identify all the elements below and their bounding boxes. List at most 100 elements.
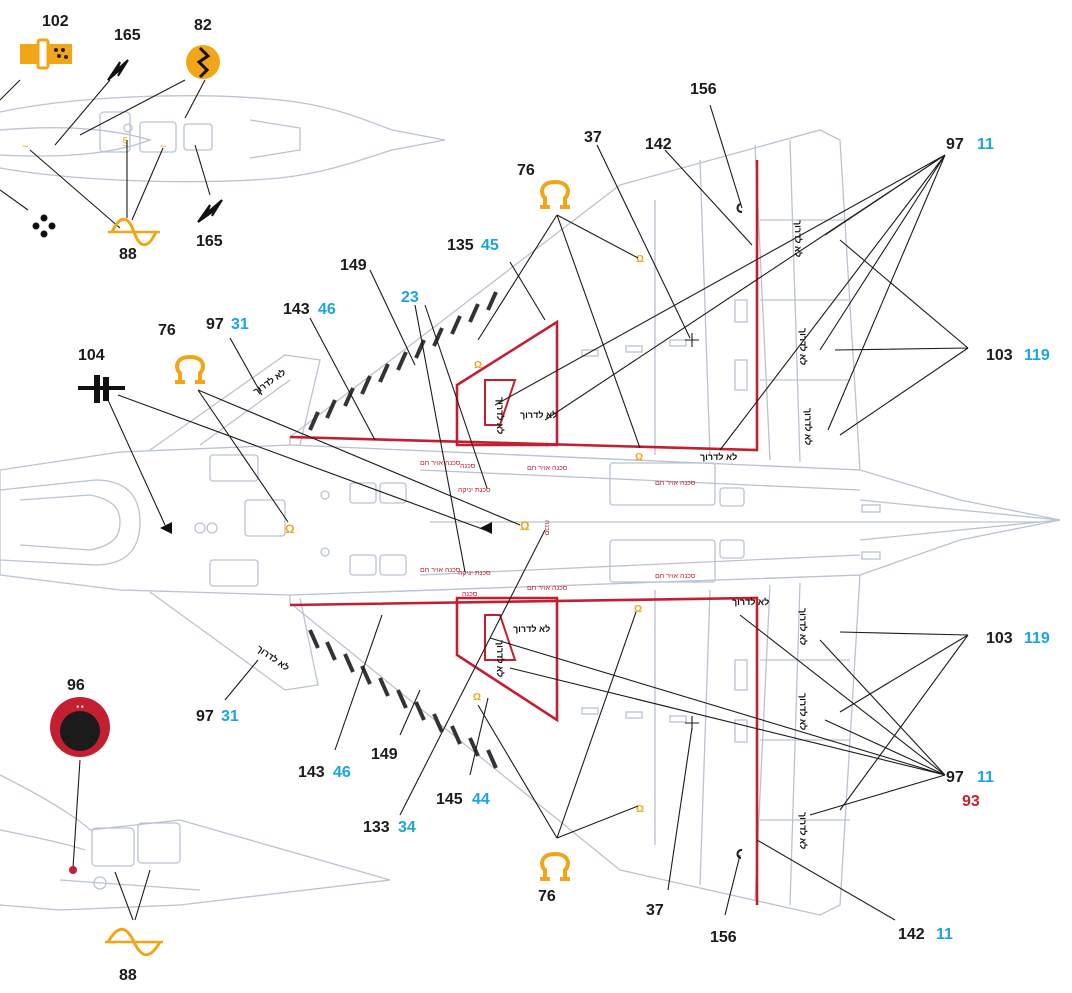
danger-center: סכנה — [543, 520, 550, 536]
svg-text:● ●: ● ● — [76, 704, 83, 710]
callout-133: 133 — [363, 819, 390, 836]
callout-104: 104 — [78, 347, 105, 364]
side-view-bottom — [0, 774, 391, 911]
callout-119-top: 119 — [1024, 347, 1050, 364]
no-step-fin-bottom: לא לדרוך — [255, 643, 291, 673]
no-step-upper-1: לא לדרוך — [793, 220, 803, 257]
svg-text:§: § — [122, 136, 128, 148]
lightning-circle-icon — [186, 45, 220, 79]
leader-lines — [0, 79, 969, 921]
fuel-filler-icon — [20, 38, 72, 70]
no-step-upper-3: לא לדרוך — [803, 408, 813, 445]
callout-156-bottom: 156 — [710, 929, 737, 946]
danger-air-low: סכנה אויר חם — [527, 585, 568, 592]
callout-44: 44 — [472, 791, 490, 808]
callout-142-top: 142 — [645, 136, 672, 153]
lightning-icon — [107, 59, 129, 81]
side-view-top — [0, 95, 446, 183]
callout-165-top: 165 — [114, 27, 141, 44]
lightning-icon-bottom — [197, 199, 223, 223]
callout-96: 96 — [67, 677, 85, 694]
roundel-location-dot — [69, 866, 77, 874]
callout-149-top: 149 — [340, 257, 367, 274]
callout-145: 145 — [436, 791, 463, 808]
svg-text:Ω: Ω — [473, 692, 481, 703]
no-step-wing-edge-bottom: לא לדרוך — [732, 597, 769, 607]
svg-text:Ω: Ω — [520, 519, 530, 533]
callout-45: 45 — [481, 237, 499, 254]
svg-text:~: ~ — [22, 141, 28, 153]
callout-88-bottom: 88 — [119, 967, 137, 984]
svg-text:Ω: Ω — [636, 804, 644, 815]
no-step-wing-root-top: לא לדרוך — [520, 410, 557, 420]
callout-93: 93 — [962, 793, 980, 810]
callout-102: 102 — [42, 13, 69, 30]
main-plan-view — [0, 129, 1061, 916]
callout-88-top: 88 — [119, 246, 137, 263]
danger-markings: סכנה סכנה אויר חם סכנת יניקה סכנה אויר ח… — [420, 460, 696, 598]
four-dots-icon — [32, 214, 56, 238]
callout-97-left-bottom: 97 — [196, 708, 214, 725]
callout-34: 34 — [398, 819, 416, 836]
callout-149-bottom: 149 — [371, 746, 398, 763]
no-step-wing-root-bottom: לא לדרוך — [513, 624, 550, 634]
danger-1: סכנה — [460, 463, 476, 470]
callout-31-bottom: 31 — [221, 708, 239, 725]
no-step-wing-edge-top: לא לדרוך — [700, 452, 737, 462]
callout-37-bottom: 37 — [646, 902, 664, 919]
airframe-orange-marks: Ω Ω Ω Ω Ω Ω Ω Ω ~ ~ § — [22, 136, 644, 815]
callout-97-top: 97 — [946, 136, 964, 153]
callout-103-bottom: 103 — [986, 630, 1013, 647]
omega-icon-left — [175, 354, 205, 384]
callout-23: 23 — [401, 289, 419, 306]
no-step-panel-top: לא לדרוך — [495, 397, 505, 434]
danger-air-right-top: סכנה אויר חם — [655, 480, 696, 487]
callout-46-top: 46 — [318, 301, 336, 318]
danger-suction-bottom: סכנת יניקה — [458, 570, 491, 577]
callout-119-bottom: 119 — [1024, 630, 1050, 647]
danger-2: סכנה אויר חם — [420, 460, 461, 467]
omega-icon-bottom — [540, 851, 570, 881]
svg-text:Ω: Ω — [635, 452, 643, 463]
callout-143-top: 143 — [283, 301, 310, 318]
walkway-lines — [289, 160, 759, 905]
callout-37-top: 37 — [584, 129, 602, 146]
no-step-lower-3: לא לדרוך — [798, 812, 808, 849]
callout-97-left-top: 97 — [206, 316, 224, 333]
svg-text:Ω: Ω — [285, 522, 295, 536]
callout-76-top: 76 — [517, 162, 535, 179]
stripes-lower — [308, 629, 498, 769]
callout-76-bottom: 76 — [538, 888, 556, 905]
sine-wave-icon — [108, 217, 160, 247]
callout-11-bottom: 11 — [977, 769, 994, 786]
callout-46-bottom: 46 — [333, 764, 351, 781]
callout-142-bottom: 142 — [898, 926, 925, 943]
svg-text:Ω: Ω — [634, 604, 642, 615]
svg-text:~: ~ — [160, 141, 166, 153]
callout-76-left: 76 — [158, 322, 176, 339]
danger-3: סכנה — [462, 591, 478, 598]
airframe-markers — [160, 203, 743, 859]
sine-wave-icon-bottom — [105, 927, 163, 957]
ground-point-icon — [78, 375, 125, 403]
callout-82: 82 — [194, 17, 212, 34]
no-step-lower-1: לא לדרוך — [798, 608, 808, 645]
danger-air-right-bottom: סכנה אויר חם — [655, 573, 696, 580]
callout-143-bottom: 143 — [298, 764, 325, 781]
callout-numbers: 102 165 82 165 88 156 37 142 97 11 76 13… — [42, 13, 1050, 984]
danger-suction-top: סכנת יניקה — [458, 487, 491, 494]
callout-156-top: 156 — [690, 81, 717, 98]
stripes-upper — [308, 291, 498, 431]
svg-text:Ω: Ω — [474, 360, 482, 371]
red-ring-roundel-icon: ● ● — [50, 697, 110, 757]
callout-135: 135 — [447, 237, 474, 254]
callout-97-bottom: 97 — [946, 769, 964, 786]
danger-air-bottom: סכנה אויר חם — [420, 567, 461, 574]
no-step-panel-bottom: לא לדרוך — [495, 640, 505, 677]
svg-text:Ω: Ω — [636, 254, 644, 265]
no-step-fin-top: לא לדרוך — [251, 367, 287, 397]
omega-icon-top — [540, 179, 570, 209]
no-step-lower-2: לא לדרוך — [798, 693, 808, 730]
callout-165-bottom: 165 — [196, 233, 223, 250]
